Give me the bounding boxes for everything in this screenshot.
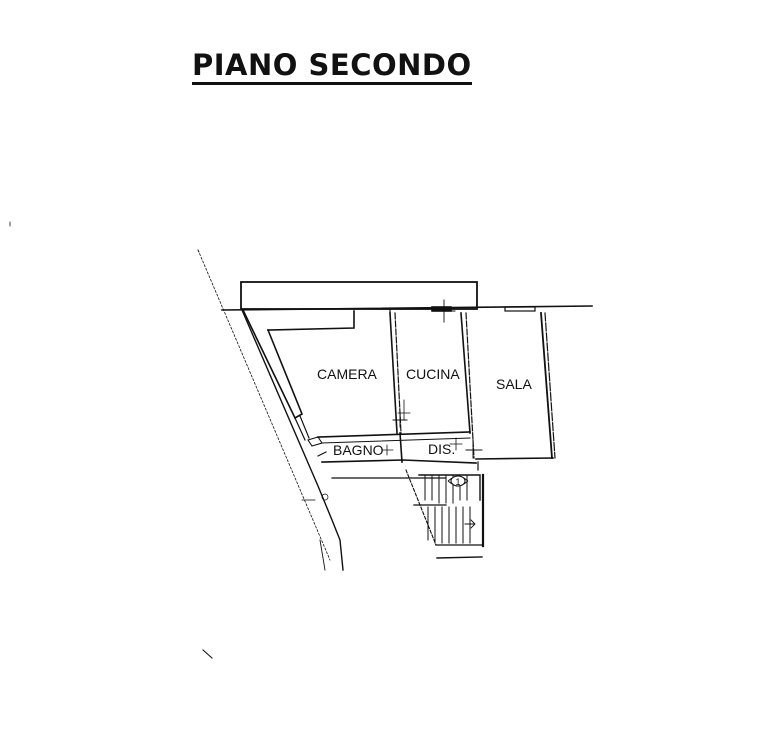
cucina-sala-wall <box>460 312 471 434</box>
floor-plan-title: PIANO SECONDO <box>192 48 472 85</box>
room-label-sala: SALA <box>496 376 532 392</box>
level-marker-label: 1 <box>455 477 460 487</box>
corridor-bottom-wall <box>321 459 477 464</box>
sala-right-wall <box>540 312 553 459</box>
room-label-disimpegno: DIS. <box>428 441 455 457</box>
balcony <box>240 281 478 310</box>
external-wall-left <box>241 309 344 571</box>
level-marker: 1 <box>447 475 469 487</box>
camera-wall <box>267 310 355 331</box>
room-label-cucina: CUCINA <box>406 366 460 382</box>
corridor-top-wall <box>317 431 471 438</box>
sala-bottom-wall <box>475 457 554 460</box>
staircase <box>405 469 485 559</box>
room-label-camera: CAMERA <box>317 366 378 382</box>
camera-cucina-wall <box>389 312 398 434</box>
property-boundary-line <box>197 249 331 561</box>
room-label-bagno: BAGNO <box>333 442 384 458</box>
